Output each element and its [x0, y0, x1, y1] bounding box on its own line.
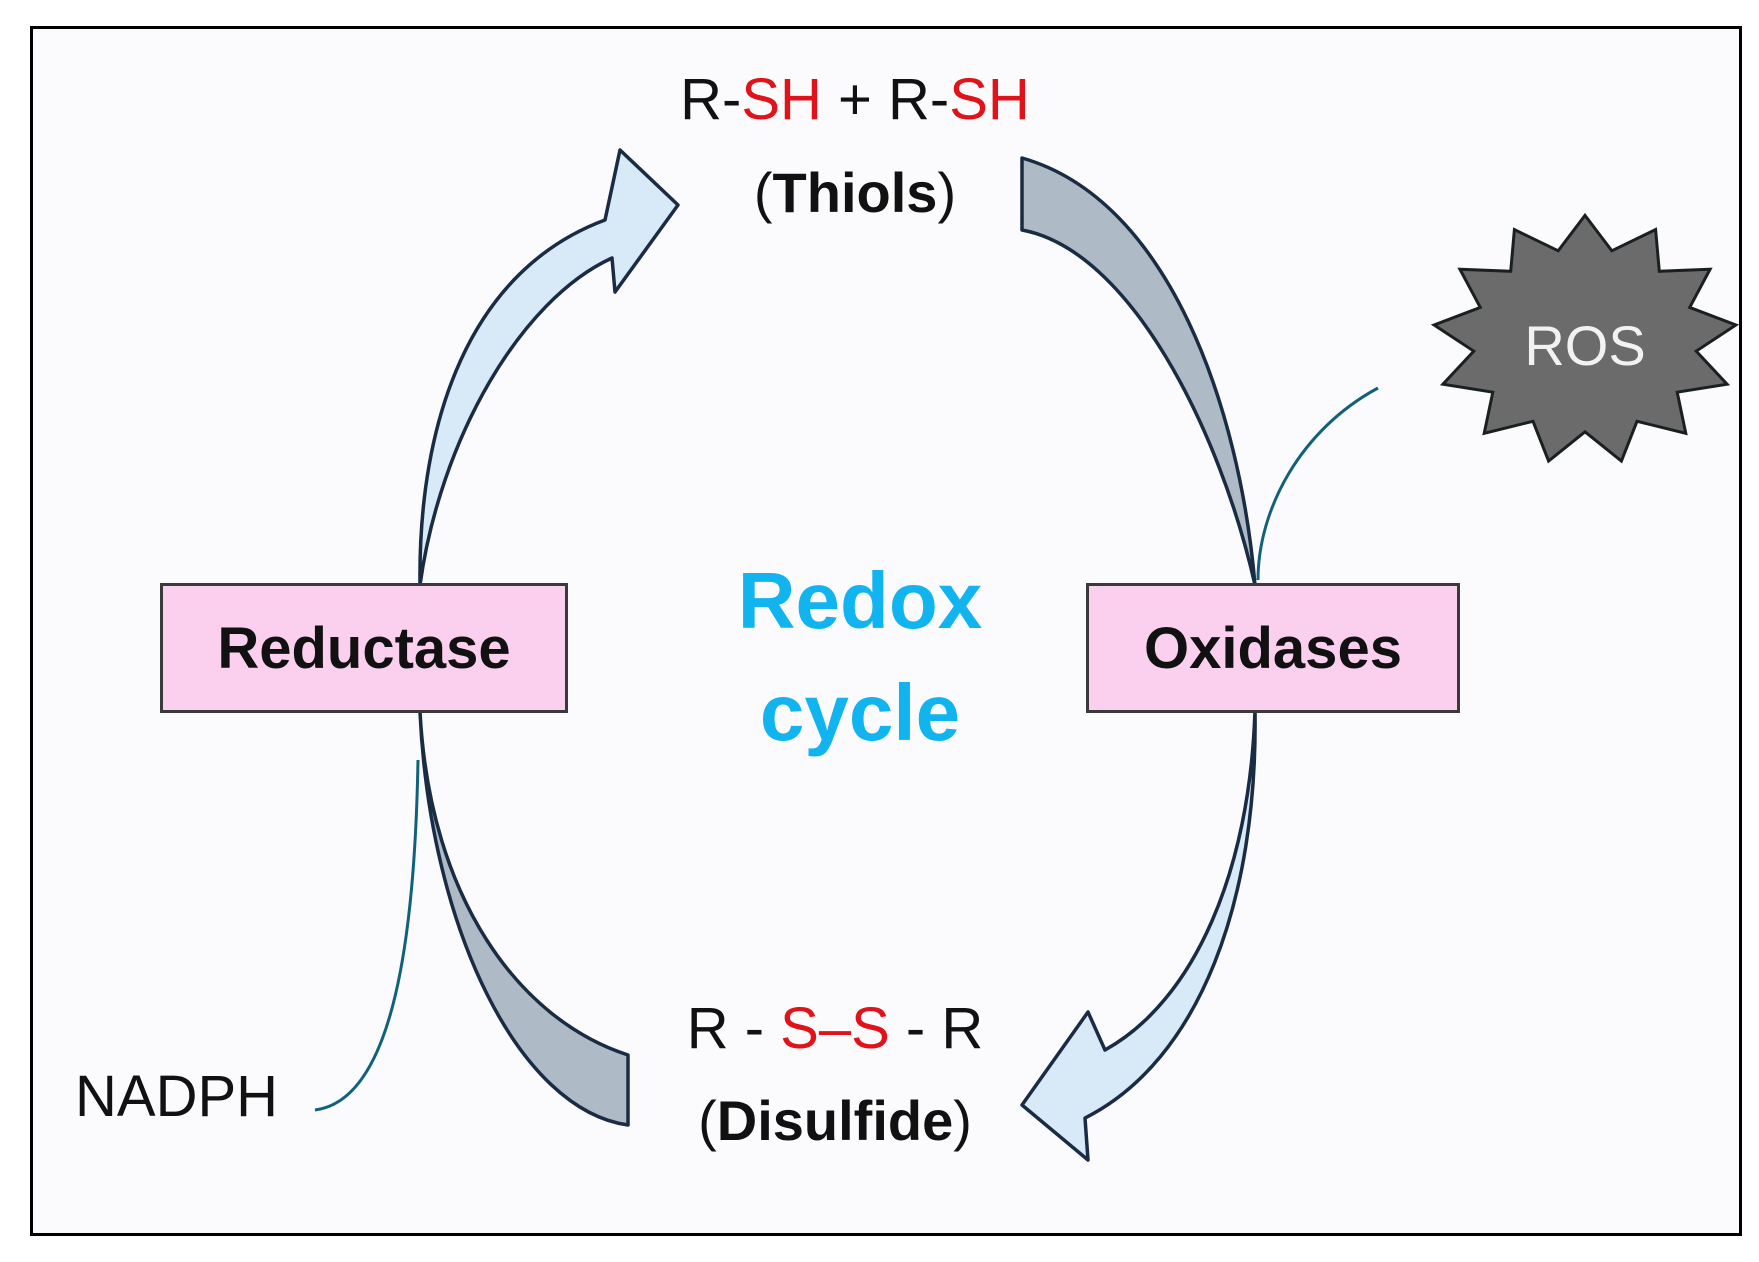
disulfide-s-atom-2: S: [851, 996, 890, 1061]
thiol-r-group-2: R-: [888, 67, 950, 132]
disulfide-r-group-1: R -: [686, 996, 781, 1061]
disulfide-name: Disulfide: [716, 1089, 954, 1152]
disulfide-formula: R - S–S - R: [640, 995, 1030, 1062]
disulfide-caption: (Disulfide): [698, 1089, 972, 1152]
ros-connector-line: [1256, 386, 1379, 581]
redox-cycle-title: Redox cycle: [680, 545, 1040, 769]
thiols-name: Thiols: [772, 161, 938, 224]
disulfide-s-atom-1: S: [780, 996, 819, 1061]
reductase-box: Reductase: [160, 583, 568, 713]
oxidation-arrow-icon: [1020, 708, 1257, 1162]
reduction-arrow-icon: [418, 148, 680, 587]
disulfide-r-group-2: - R: [889, 996, 984, 1061]
ros-label: ROS: [1524, 314, 1646, 377]
thiol-sh-group-2: SH: [949, 67, 1030, 132]
disulfide-bond: –: [818, 996, 852, 1061]
redox-cycle-title-line2: cycle: [759, 668, 961, 757]
oxidases-box: Oxidases: [1086, 583, 1460, 713]
ros-starburst-icon: [1430, 212, 1740, 464]
reductase-label: Reductase: [217, 615, 511, 681]
oxidases-label: Oxidases: [1144, 615, 1402, 681]
thiols-formula: R-SH + R-SH: [620, 66, 1090, 133]
thiols-caption: (Thiols): [753, 161, 957, 224]
thiol-sh-group-1: SH: [741, 67, 822, 132]
nadph-connector-line: [314, 759, 420, 1112]
nadph-label: NADPH: [75, 1064, 279, 1129]
thiols-plus-sign: +: [821, 67, 889, 132]
redox-cycle-title-line1: Redox: [737, 556, 983, 645]
thiol-r-group-1: R-: [680, 67, 742, 132]
reduction-curve-lower: [418, 710, 630, 1127]
